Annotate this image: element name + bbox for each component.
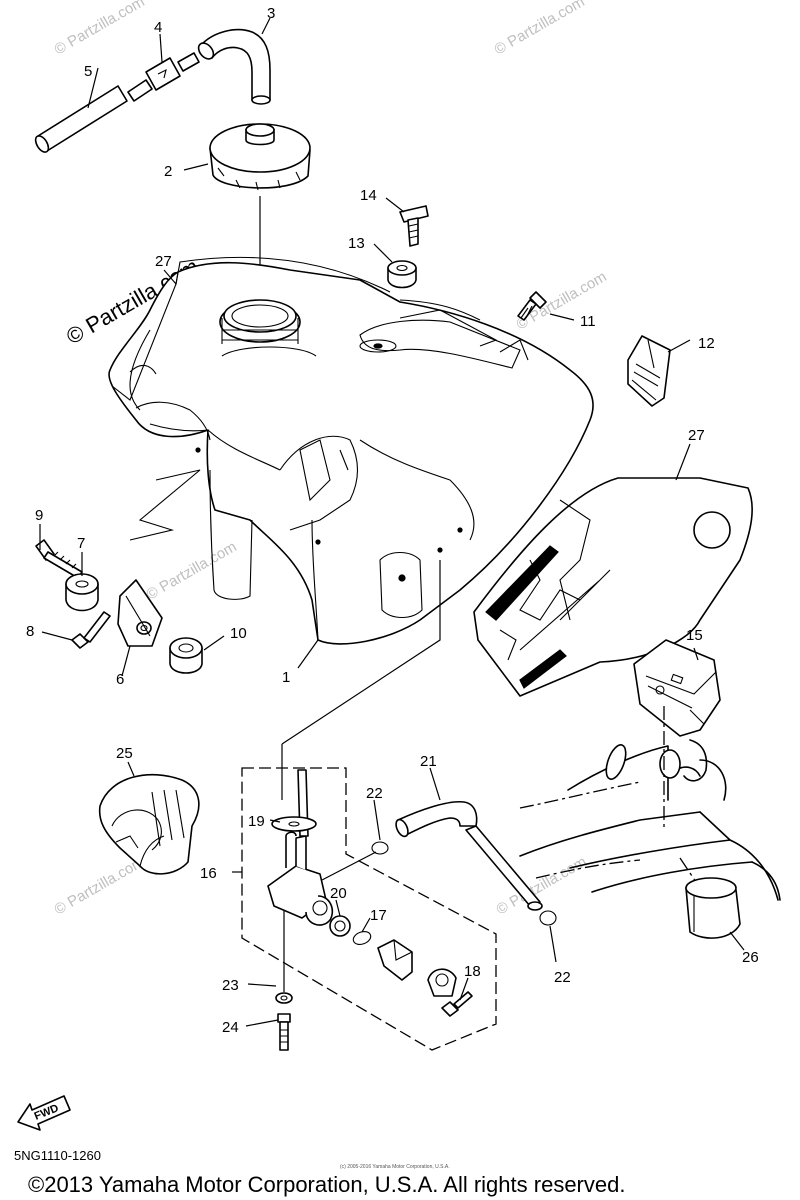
copyright-notice: ©2013 Yamaha Motor Corporation, U.S.A. A… (28, 1172, 625, 1197)
part-2-fuel-cap (209, 123, 311, 300)
callouts: 1 2 3 4 5 6 7 8 9 10 11 12 13 14 15 16 1… (26, 5, 759, 1036)
watermark: © Partzilla.com (492, 0, 588, 58)
part-26-damper (685, 877, 741, 939)
part-21-fuel-hose (395, 800, 557, 926)
diagram-code: 5NG1110-1260 (14, 1148, 101, 1163)
part-8-bolt (71, 611, 111, 649)
part-13-collar (387, 260, 417, 289)
callout-15: 15 (686, 627, 703, 644)
callout-17: 17 (370, 907, 387, 924)
part-4-joint (127, 52, 200, 102)
part-10-collar (169, 637, 203, 674)
callout-27-b: 27 (688, 427, 705, 444)
part-1-fuel-tank (108, 261, 594, 645)
callout-4: 4 (154, 19, 162, 36)
small-print: (c) 2005-2016 Yamaha Motor Corporation, … (340, 1164, 450, 1170)
frame-section (519, 706, 781, 901)
callout-1: 1 (282, 669, 290, 686)
watermark: © Partzilla.com (52, 853, 148, 918)
part-3-breather-hose (197, 28, 271, 105)
part-6-bracket (117, 579, 163, 647)
callout-22: 22 (366, 785, 383, 802)
part-14-screw (399, 205, 429, 247)
watermark: © Partzilla.com (52, 0, 148, 58)
callout-27: 27 (155, 253, 172, 270)
callout-9: 9 (35, 507, 43, 524)
callout-8: 8 (26, 623, 34, 640)
part-15-clamp (633, 639, 721, 737)
part-27-decal-left (111, 256, 481, 541)
callout-22-b: 22 (554, 969, 571, 986)
part-11-bolt (517, 291, 547, 321)
callout-24: 24 (222, 1019, 239, 1036)
callout-16: 16 (200, 865, 217, 882)
part-27-decal-right (473, 477, 753, 697)
callout-25: 25 (116, 745, 133, 762)
callout-7: 7 (77, 535, 85, 552)
callout-13: 13 (348, 235, 365, 252)
leader-lines (39, 17, 745, 1027)
callout-6: 6 (116, 671, 124, 688)
callout-12: 12 (698, 335, 715, 352)
part-7-damper (65, 573, 99, 612)
callout-11: 11 (580, 313, 596, 330)
fwd-arrow: FWD (17, 1095, 71, 1131)
callout-5: 5 (84, 63, 92, 80)
callout-10: 10 (230, 625, 247, 642)
callout-20: 20 (330, 885, 347, 902)
callout-3: 3 (267, 5, 275, 22)
callout-26: 26 (742, 949, 759, 966)
callout-19: 19 (248, 813, 265, 830)
part-25-damper (98, 773, 200, 875)
part-5-hose (34, 85, 128, 153)
callout-23: 23 (222, 977, 239, 994)
callout-21: 21 (420, 753, 437, 770)
part-9-bolt (35, 539, 83, 579)
part-16-fuel-cock-assembly (241, 560, 497, 1051)
callout-2: 2 (164, 163, 172, 180)
watermark: © Partzilla.com (144, 538, 240, 603)
callout-18: 18 (464, 963, 481, 980)
callout-14: 14 (360, 187, 377, 204)
part-12-clip (627, 335, 671, 407)
